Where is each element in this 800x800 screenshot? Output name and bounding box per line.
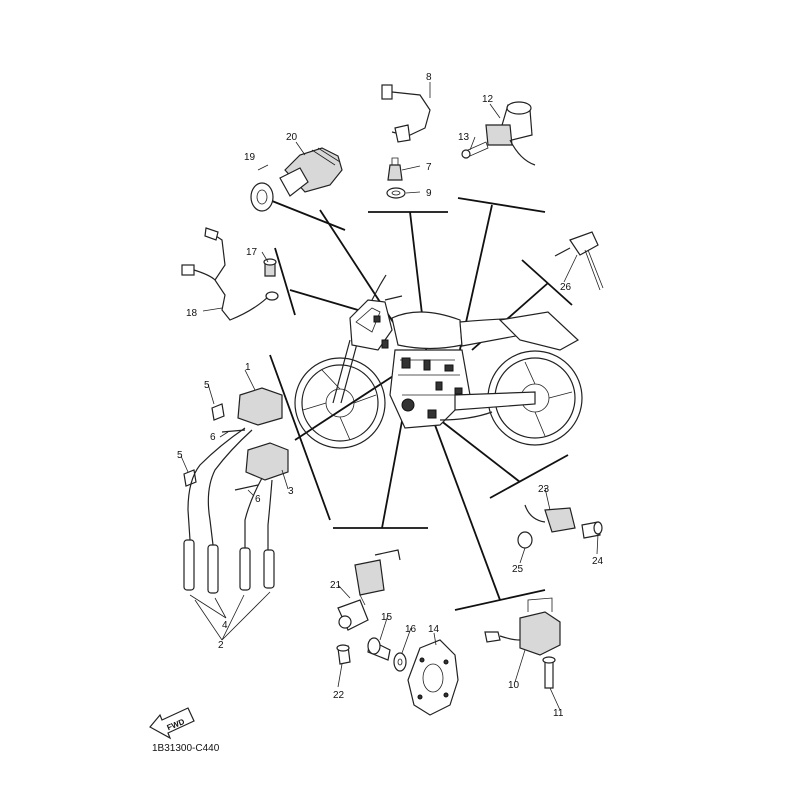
label-part-25: 25: [512, 564, 524, 575]
label-leaders: [180, 82, 599, 711]
label-part-14: 14: [428, 624, 440, 635]
label-part-11: 11: [553, 708, 564, 719]
pressure-switch-assembly: [517, 504, 603, 549]
callout-leader-coil: [294, 364, 411, 441]
label-part-20: 20: [286, 132, 298, 143]
pickup-coil-assembly: [336, 549, 401, 665]
label-part-8: 8: [426, 72, 432, 83]
label-part-26: 26: [560, 282, 572, 293]
sidestand-switch-assembly: [461, 101, 536, 166]
label-part-6a: 6: [210, 432, 216, 443]
callout-bracket-ground: [274, 247, 296, 316]
motorcycle-illustration: [294, 274, 583, 449]
label-part-22: 22: [333, 690, 345, 701]
label-part-3: 3: [288, 486, 294, 497]
rotor-assembly: [367, 637, 459, 716]
label-part-10: 10: [508, 680, 520, 691]
callout-leader-pressure: [439, 419, 521, 483]
part-labels: 1 2 3 4 5 5 6 6 7 8 9 10 11 12 13 14 15 …: [177, 72, 604, 719]
label-part-21: 21: [330, 580, 342, 591]
callout-bracket-sensor: [261, 196, 346, 231]
drawing-code: 1B31300-C440: [152, 743, 220, 754]
label-part-15: 15: [381, 612, 393, 623]
label-part-13: 13: [458, 132, 470, 143]
sensor-assembly: [250, 147, 343, 212]
label-part-24: 24: [592, 556, 604, 567]
label-part-2: 2: [218, 640, 224, 651]
label-part-18: 18: [186, 308, 198, 319]
brake-switch-assembly: [554, 231, 604, 291]
label-part-4: 4: [222, 620, 228, 631]
callout-leader-sidestand: [454, 204, 493, 373]
label-part-23: 23: [538, 484, 550, 495]
label-part-1: 1: [245, 362, 251, 373]
ignition-coil-assembly: [183, 387, 289, 641]
callout-bracket-brake: [521, 259, 573, 306]
label-part-16: 16: [405, 624, 417, 635]
callout-lines: [261, 196, 573, 611]
label-part-19: 19: [244, 152, 256, 163]
callout-leader-pickup: [381, 404, 406, 529]
callout-leader-gear: [434, 424, 501, 601]
ground-lead-assembly: [181, 227, 279, 321]
label-part-12: 12: [482, 94, 494, 105]
label-part-5b: 5: [177, 450, 183, 461]
label-part-7: 7: [426, 162, 432, 173]
neutral-switch-assembly: [381, 84, 431, 199]
fwd-arrow: FWD: [149, 707, 195, 740]
callout-bracket-sidestand: [457, 197, 546, 213]
label-part-9: 9: [426, 188, 432, 199]
callout-bracket-pressure: [489, 454, 569, 499]
fwd-arrow-icon: [149, 707, 195, 740]
label-part-5a: 5: [204, 380, 210, 391]
gear-switch-assembly: [484, 597, 561, 689]
label-part-6b: 6: [255, 494, 261, 505]
label-part-17: 17: [246, 247, 258, 258]
